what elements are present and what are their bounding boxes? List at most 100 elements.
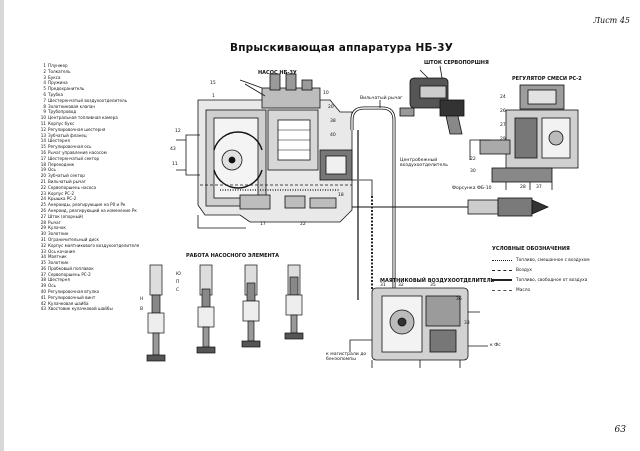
legend-text: Кулачок: [48, 225, 66, 231]
nozzle-label: Форсунка ФБ-10: [452, 186, 492, 191]
svg-text:18: 18: [338, 192, 344, 198]
to-tank-line-label: к магистрали до бензопомпы: [326, 352, 367, 362]
legend-text: Корпус букс: [48, 120, 75, 126]
legend-text: Шток (опорный): [48, 213, 84, 219]
legend-number: 23: [40, 190, 46, 196]
legend-number: 29: [40, 225, 46, 231]
legend-text: Кулачковая шайба: [48, 300, 89, 306]
legend-text: Переходник: [48, 161, 75, 167]
legend-text: Шестеренчатый воздухоотделитель: [48, 97, 128, 103]
pendulum-separator-label: МАЯТНИКОВЫЙ ВОЗДУХООТДЕЛИТЕЛЬ: [380, 278, 495, 284]
legend-number: 35: [40, 260, 46, 266]
svg-text:С: С: [176, 287, 179, 293]
legend-number: 3: [43, 74, 46, 80]
legend-text: Рычаг: [48, 219, 61, 225]
legend-number: 13: [40, 132, 46, 138]
legend-number: 43: [40, 306, 46, 312]
symbol-text: Масло: [516, 287, 531, 293]
legend-number: 37: [40, 271, 46, 277]
legend-text: Шестерня: [48, 138, 70, 144]
sheet-label: Лист 45: [593, 16, 630, 25]
fuel-line-drawing: [350, 100, 500, 300]
legend-text: Зубчатый фланец: [48, 132, 87, 138]
symbol-row: Воздух: [492, 265, 590, 275]
legend-number: 27: [40, 213, 46, 219]
symbol-row: Масло: [492, 285, 590, 295]
svg-text:31: 31: [380, 282, 386, 288]
legend-number: 42: [40, 300, 46, 306]
symbol-row: Топливо, смешанное с воздухом: [492, 255, 590, 265]
svg-text:37: 37: [536, 184, 542, 190]
legend-number: 34: [40, 254, 46, 260]
legend-text: Толкатель: [48, 68, 71, 74]
svg-text:29: 29: [500, 136, 506, 142]
legend-number: 39: [40, 283, 46, 289]
legend-text: Крышка РС-2: [48, 196, 77, 202]
svg-text:36: 36: [456, 296, 462, 302]
legend-text: Золотник: [48, 260, 69, 266]
legend-text: Трубопровод: [48, 109, 77, 115]
svg-text:Ю: Ю: [176, 271, 181, 277]
legend-text: Сервопоршень насоса: [48, 184, 97, 190]
symbol-text: Топливо, свободное от воздуха: [516, 277, 588, 283]
legend-text: Шестеренчатый сектор: [48, 155, 100, 161]
svg-text:24: 24: [500, 94, 506, 100]
legend-text: Шестерня: [48, 277, 70, 283]
legend-number: 12: [40, 126, 46, 132]
legend-text: Центральная топливная камера: [48, 115, 118, 121]
legend-number: 38: [40, 277, 46, 283]
svg-text:11: 11: [172, 161, 178, 167]
nozzle-drawing: [450, 197, 549, 217]
oil-line-icon: [492, 289, 512, 291]
svg-text:10: 10: [323, 90, 329, 96]
legend-text: Анероиды, реагирующие на P0 и Рк: [48, 202, 126, 208]
legend-text: Плунжер: [48, 63, 68, 68]
svg-text:35: 35: [430, 282, 436, 288]
svg-text:43: 43: [170, 146, 176, 152]
legend-text: Регулировочная ось: [48, 144, 92, 150]
legend-text: Ограничительный диск: [48, 236, 99, 242]
legend-text: Анероид, реагирующий на изменение Рк: [48, 207, 137, 213]
legend-number: 18: [40, 161, 46, 167]
legend-text: Ось качания: [48, 248, 75, 254]
legend-number: 17: [40, 155, 46, 161]
legend-number: 36: [40, 265, 46, 271]
svg-text:33: 33: [464, 320, 470, 326]
svg-text:17: 17: [260, 221, 266, 227]
fork-lever-label: Вильчатый рычаг: [360, 96, 403, 101]
symbol-row: Топливо, свободное от воздуха: [492, 275, 590, 285]
page-edge: [0, 0, 4, 451]
plunger-stage-drawing: [146, 264, 304, 362]
symbols-legend: УСЛОВНЫЕ ОБОЗНАЧЕНИЯ Топливо, смешанное …: [492, 246, 590, 295]
legend-text: Пружина: [48, 80, 68, 86]
legend-text: Регулировочная шестерня: [48, 126, 106, 132]
legend-number: 22: [40, 184, 46, 190]
legend-text: Регулировочный винт: [48, 294, 96, 300]
legend-number: 24: [40, 196, 46, 202]
legend-number: 5: [43, 86, 46, 92]
legend-text: Сервопоршень РС-2: [48, 271, 91, 277]
